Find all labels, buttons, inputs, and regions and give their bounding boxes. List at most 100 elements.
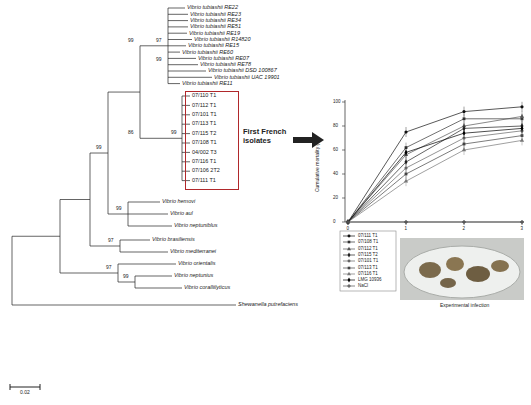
- legend-sample: [342, 233, 356, 239]
- tree-branch: [168, 14, 188, 15]
- isolate-label: 04/002 T3: [192, 149, 217, 155]
- taxon-label: Vibrio coralliilyticus: [184, 284, 230, 290]
- taxon-label: Vibrio tubiashii RE51: [190, 23, 241, 29]
- tree-branch: [168, 39, 192, 40]
- legend-text: 07/111 T1: [358, 233, 378, 238]
- axis-tick: 0: [347, 226, 350, 231]
- legend-sample: [342, 271, 356, 277]
- taxon-label: Vibrio neptuniblus: [174, 222, 218, 228]
- bootstrap-value: 97: [106, 265, 112, 271]
- legend-text: 07/108 T1: [358, 239, 378, 244]
- legend-sample: [342, 265, 356, 271]
- tree-branch: [168, 71, 206, 72]
- legend-frame: [340, 231, 396, 291]
- taxon-label: Vibrio tubiashii UAC 19901: [214, 74, 280, 80]
- legend-sample: [342, 258, 356, 264]
- tree-branch: [135, 288, 182, 289]
- taxon-label: Vibrio tubiashii RE22: [187, 4, 238, 10]
- tree-branch: [182, 161, 190, 162]
- taxon-label: Vibrio tubiashii RE19: [189, 30, 240, 36]
- taxon-label: Vibrio orientalis: [178, 260, 216, 266]
- tree-branch: [128, 202, 160, 203]
- taxon-label: Vibrio tubiashii RE23: [190, 11, 241, 17]
- axis-tick: 100: [333, 99, 341, 104]
- legend-text: NaCl: [358, 283, 368, 288]
- legend-text: 07/101 T1: [358, 258, 378, 263]
- photo-caption: Experimental infection: [440, 303, 489, 309]
- isolate-box: 07/110 T1 07/112 T1 07/101 T1 07/113 T1 07/1…: [185, 91, 239, 190]
- tree-branch: [182, 133, 190, 134]
- tree-branch: [120, 240, 150, 241]
- tree-branch: [12, 305, 236, 306]
- axis-tick: 3: [521, 226, 524, 231]
- phylogenetic-tree: [12, 8, 236, 305]
- isolate-label: 07/112 T1: [192, 102, 216, 108]
- isolate-label: 07/113 T1: [192, 120, 216, 126]
- legend-sample: [342, 283, 356, 289]
- axis-tick: 1: [405, 226, 408, 231]
- taxon-label: Vibrio tubiashii RE15: [188, 42, 239, 48]
- taxon-label: Vibrio tubiashii DSD 100867: [208, 67, 277, 73]
- tree-branch: [120, 252, 168, 253]
- bootstrap-value: 99: [96, 145, 102, 151]
- legend-text: 07/113 T1: [358, 265, 378, 270]
- isolate-label: 07/101 T1: [192, 111, 217, 117]
- axis-tick: 20: [333, 195, 338, 200]
- tree-branch: [135, 276, 172, 277]
- taxon-label: Vibrio hemovi: [162, 198, 195, 204]
- tree-branch: [90, 153, 108, 154]
- bootstrap-value: 99: [156, 57, 162, 63]
- tree-branch: [168, 20, 188, 21]
- taxon-label: Vibrio neptunius: [174, 272, 213, 278]
- tree-branch: [108, 92, 140, 93]
- tree-branch: [182, 105, 190, 106]
- tree-branch: [168, 26, 188, 27]
- taxon-label: Vibrio tubiashii RE11: [182, 80, 233, 86]
- taxon-label: Vibrio brasiliensis: [152, 236, 195, 242]
- tree-branch: [182, 124, 190, 125]
- isolate-label: 07/108 T1: [192, 139, 217, 145]
- legend-text: 07/112 T1: [358, 246, 378, 251]
- isolate-label: 07/106 2T2: [192, 167, 220, 173]
- tree-branch: [168, 8, 185, 9]
- tree-branch: [168, 58, 196, 59]
- legend-text: 07/116 T1: [358, 271, 378, 276]
- tree-branch: [60, 273, 118, 274]
- taxon-label: Vibrio mediterranei: [170, 248, 216, 254]
- axis-tick: 40: [333, 171, 338, 176]
- legend-sample: [342, 277, 356, 283]
- bootstrap-value: 99: [116, 206, 122, 212]
- tree-branch: [182, 96, 190, 97]
- tree-branch: [168, 77, 212, 78]
- group-heading: First French isolates: [243, 128, 289, 145]
- taxon-label: Vibrio tubiashii RE07: [198, 55, 249, 61]
- mortality-chart: [342, 100, 524, 225]
- tree-branch: [118, 282, 135, 283]
- axis-tick: 2: [463, 226, 466, 231]
- tree-branch: [12, 236, 60, 237]
- axis-tick: 60: [333, 147, 338, 152]
- axis-tick: 0: [333, 219, 336, 224]
- tree-branch: [140, 138, 182, 139]
- tree-branch: [140, 45, 168, 46]
- tree-branch: [108, 214, 128, 215]
- tree-branch: [182, 152, 190, 153]
- tree-branch: [182, 114, 190, 115]
- legend-sample: [342, 239, 356, 245]
- tree-branch: [168, 64, 198, 65]
- bootstrap-value: 99: [123, 274, 129, 280]
- tree-branch: [182, 143, 190, 144]
- isolate-label: 07/115 T2: [192, 130, 216, 136]
- tree-branch: [12, 236, 13, 305]
- tree-branch: [128, 214, 168, 215]
- tree-branch: [168, 52, 180, 53]
- axis-tick: 80: [333, 123, 338, 128]
- isolate-label: 07/111 T1: [192, 177, 216, 183]
- tree-branch: [168, 45, 186, 46]
- legend-sample: [342, 252, 356, 258]
- tree-branch: [90, 246, 120, 247]
- tree-branch: [168, 83, 180, 84]
- taxon-label: Vibrio tubiashii RE34: [190, 17, 241, 23]
- tree-branch: [60, 199, 90, 200]
- isolate-label: 07/110 T1: [192, 92, 216, 98]
